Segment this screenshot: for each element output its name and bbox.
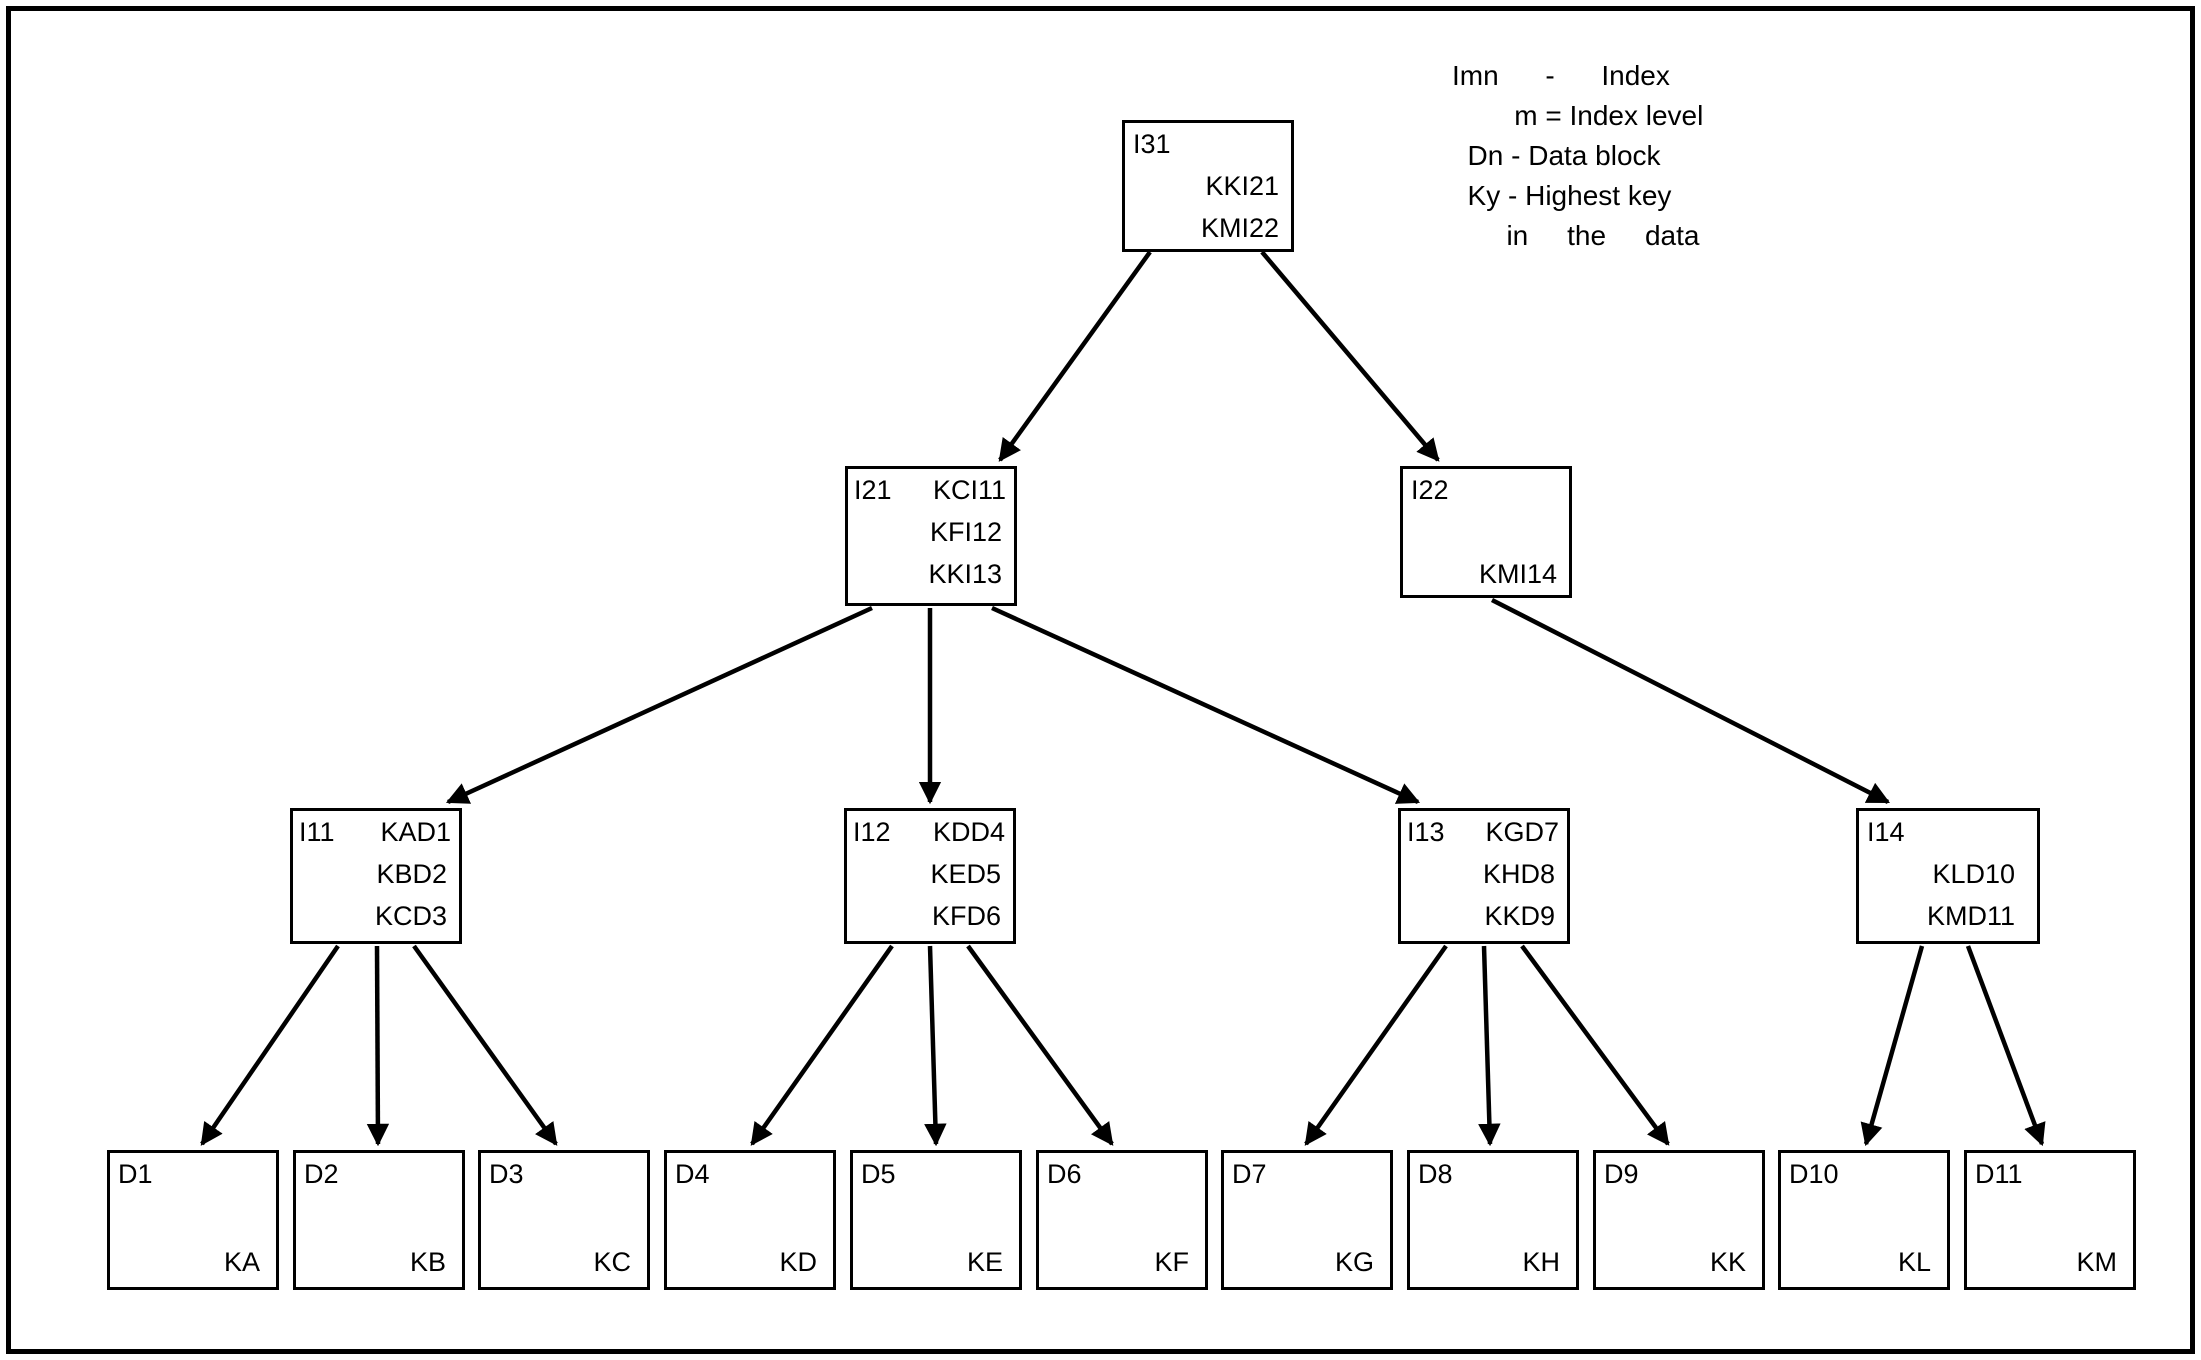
arrow-i31-to-i22 bbox=[1260, 250, 1440, 462]
index-node-i31: I31 KKI21 KMI22 bbox=[1122, 120, 1294, 252]
index-node-i12: I12 KDD4 KED5 KFD6 bbox=[844, 808, 1016, 944]
data-block-label: D4 bbox=[675, 1159, 710, 1189]
data-block-label: D11 bbox=[1975, 1159, 2023, 1189]
node-header: I21 KCI11 bbox=[848, 469, 1014, 511]
data-block-d2: D2 KB bbox=[293, 1150, 465, 1290]
arrow-i12-to-d5 bbox=[924, 945, 947, 1147]
legend-line-index: Imn - Index bbox=[1452, 60, 1670, 91]
node-label: I22 bbox=[1411, 475, 1449, 505]
data-block-key: KD bbox=[779, 1247, 817, 1277]
node-key: KGD7 bbox=[1485, 817, 1559, 847]
data-block-d3: D3 KC bbox=[478, 1150, 650, 1290]
data-block-d10: D10 KL bbox=[1778, 1150, 1950, 1290]
arrow-i31-to-i21 bbox=[998, 250, 1152, 462]
index-node-i22: I22 KMI14 bbox=[1400, 466, 1572, 598]
data-block-d7: D7 KG bbox=[1221, 1150, 1393, 1290]
arrow-i12-to-d4 bbox=[750, 944, 894, 1146]
node-header: I11 KAD1 bbox=[293, 811, 459, 853]
arrow-i21-to-i11 bbox=[445, 605, 873, 805]
data-block-key: KH bbox=[1522, 1247, 1560, 1277]
node-header: I13 KGD7 bbox=[1401, 811, 1567, 853]
index-node-i11: I11 KAD1 KBD2 KCD3 bbox=[290, 808, 462, 944]
legend: Imn - Index m = Index level Dn - Data bl… bbox=[1452, 56, 1703, 256]
arrow-i14-to-d10 bbox=[1860, 945, 1925, 1147]
data-block-label: D5 bbox=[861, 1159, 896, 1189]
arrow-i12-to-d6 bbox=[966, 944, 1114, 1146]
data-block-key: KF bbox=[1154, 1247, 1189, 1277]
node-key: KMI14 bbox=[1478, 559, 1557, 589]
index-node-i21: I21 KCI11 KFI12 KKI13 bbox=[845, 466, 1017, 606]
node-key: KED5 bbox=[930, 859, 1001, 889]
node-label: I12 bbox=[853, 817, 891, 847]
arrow-i22-to-i14 bbox=[1490, 597, 1891, 805]
data-block-label: D7 bbox=[1232, 1159, 1267, 1189]
index-node-i13: I13 KGD7 KHD8 KKD9 bbox=[1398, 808, 1570, 944]
node-label: I21 bbox=[854, 475, 892, 505]
arrow-i13-to-d8 bbox=[1478, 945, 1501, 1147]
node-key: KKD9 bbox=[1484, 901, 1555, 931]
node-key: KFI12 bbox=[929, 517, 1002, 547]
data-block-d9: D9 KK bbox=[1593, 1150, 1765, 1290]
node-key: KAD1 bbox=[380, 817, 451, 847]
data-block-key: KM bbox=[2076, 1247, 2118, 1277]
node-key: KCD3 bbox=[374, 901, 447, 931]
data-block-key: KK bbox=[1709, 1247, 1746, 1277]
data-block-label: D1 bbox=[118, 1159, 153, 1189]
data-block-key: KE bbox=[966, 1247, 1003, 1277]
arrow-i11-to-d3 bbox=[412, 944, 558, 1146]
legend-line-highest-key: Ky - Highest key bbox=[1452, 180, 1672, 211]
node-empty-line bbox=[1403, 511, 1569, 553]
arrow-i13-to-d7 bbox=[1304, 944, 1448, 1146]
data-block-label: D3 bbox=[489, 1159, 524, 1189]
legend-line-index-level: m = Index level bbox=[1452, 100, 1704, 131]
node-key: KFD6 bbox=[931, 901, 1001, 931]
index-node-i14: I14 KLD10 KMD11 bbox=[1856, 808, 2040, 944]
node-label: I31 bbox=[1133, 129, 1171, 159]
node-key: KMI22 bbox=[1200, 213, 1279, 243]
node-key: KKI21 bbox=[1205, 171, 1279, 201]
node-key: KDD4 bbox=[932, 817, 1005, 847]
data-block-label: D9 bbox=[1604, 1159, 1639, 1189]
data-block-d11: D11 KM bbox=[1964, 1150, 2136, 1290]
legend-line-in-the-data: in the data bbox=[1452, 220, 1700, 251]
node-key: KBD2 bbox=[376, 859, 447, 889]
node-key: KCI11 bbox=[932, 475, 1006, 505]
data-block-label: D10 bbox=[1789, 1159, 1839, 1189]
node-label: I14 bbox=[1867, 817, 1905, 847]
data-block-label: D2 bbox=[304, 1159, 339, 1189]
data-block-label: D8 bbox=[1418, 1159, 1453, 1189]
legend-line-data-block: Dn - Data block bbox=[1452, 140, 1661, 171]
node-label: I11 bbox=[299, 817, 335, 847]
arrow-i13-to-d9 bbox=[1520, 944, 1670, 1146]
node-key: KMD11 bbox=[1926, 901, 2015, 931]
data-block-label: D6 bbox=[1047, 1159, 1082, 1189]
data-block-key: KG bbox=[1334, 1247, 1374, 1277]
data-block-d8: D8 KH bbox=[1407, 1150, 1579, 1290]
data-block-d6: D6 KF bbox=[1036, 1150, 1208, 1290]
data-block-d5: D5 KE bbox=[850, 1150, 1022, 1290]
data-block-d1: D1 KA bbox=[107, 1150, 279, 1290]
node-key: KHD8 bbox=[1482, 859, 1555, 889]
node-key: KKI13 bbox=[928, 559, 1002, 589]
arrow-i21-to-i13 bbox=[991, 605, 1421, 805]
arrow-i11-to-d2 bbox=[366, 945, 390, 1147]
data-block-key: KA bbox=[223, 1247, 260, 1277]
arrow-i14-to-d11 bbox=[1965, 945, 2046, 1147]
data-block-d4: D4 KD bbox=[664, 1150, 836, 1290]
node-label: I13 bbox=[1407, 817, 1445, 847]
data-block-key: KL bbox=[1897, 1247, 1931, 1277]
node-key: KLD10 bbox=[1932, 859, 2015, 889]
node-header: I12 KDD4 bbox=[847, 811, 1013, 853]
data-block-key: KC bbox=[593, 1247, 631, 1277]
arrow-i11-to-d1 bbox=[200, 944, 340, 1146]
data-block-key: KB bbox=[409, 1247, 446, 1277]
